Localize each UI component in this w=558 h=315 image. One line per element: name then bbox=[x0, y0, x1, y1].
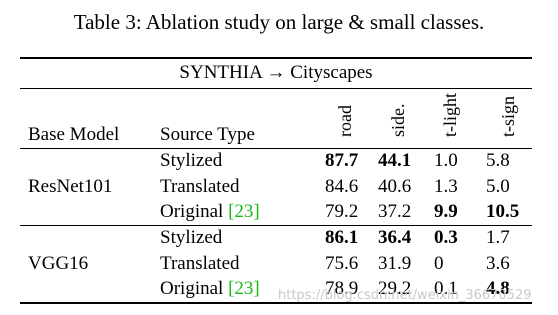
source-label: Stylized bbox=[160, 150, 223, 171]
value-tsign: 10.5 bbox=[486, 201, 520, 222]
value-side: 37.2 bbox=[378, 201, 412, 222]
value-side: 36.4 bbox=[378, 227, 412, 248]
source-type: Stylized bbox=[160, 227, 222, 249]
source-label: Translated bbox=[160, 175, 240, 197]
value-tsign: 5.8 bbox=[486, 150, 510, 171]
source-label: Original bbox=[160, 278, 224, 299]
value-tsign: 5.0 bbox=[486, 175, 510, 197]
source-type: Translated bbox=[160, 253, 240, 275]
header-source-type: Source Type bbox=[160, 124, 255, 145]
value-road: 78.9 bbox=[325, 278, 359, 299]
header-rule bbox=[20, 148, 532, 149]
value-side: 29.2 bbox=[378, 278, 412, 299]
header-road: road bbox=[335, 105, 355, 137]
value-tsign: 4.8 bbox=[486, 278, 510, 299]
value-tlight: 0 bbox=[434, 252, 444, 274]
citation-link[interactable]: [23] bbox=[228, 278, 260, 299]
header-tlight: t-light bbox=[440, 93, 460, 137]
value-tlight: 0.1 bbox=[434, 278, 458, 299]
header-base-model: Base Model bbox=[28, 124, 120, 145]
header-side: side. bbox=[388, 103, 408, 138]
source-type: Stylized bbox=[160, 150, 222, 172]
value-road: 84.6 bbox=[325, 175, 359, 197]
source-type: Original [23] bbox=[160, 201, 260, 223]
value-tsign: 1.7 bbox=[486, 227, 510, 248]
group-rule bbox=[20, 225, 532, 226]
span-rule bbox=[20, 88, 532, 89]
span-header: SYNTHIA → Cityscapes bbox=[179, 62, 373, 83]
value-road: 86.1 bbox=[325, 227, 359, 248]
watermark: https://blog.csdn.net/weixin_36670529 bbox=[278, 288, 532, 303]
model-name: ResNet101 bbox=[28, 175, 113, 197]
value-side: 31.9 bbox=[378, 252, 412, 274]
value-tlight: 9.9 bbox=[434, 201, 458, 222]
source-type: Translated bbox=[160, 176, 240, 198]
value-road: 87.7 bbox=[325, 150, 359, 171]
citation-link[interactable]: [23] bbox=[228, 201, 260, 222]
source-label: Stylized bbox=[160, 227, 223, 248]
source-type: Original [23] bbox=[160, 278, 260, 300]
table-caption: Table 3: Ablation study on large & small… bbox=[73, 10, 485, 34]
bottom-rule bbox=[20, 302, 532, 304]
value-tlight: 1.3 bbox=[434, 175, 458, 197]
value-road: 75.6 bbox=[325, 252, 359, 274]
header-tsign: t-sign bbox=[498, 95, 518, 137]
value-side: 40.6 bbox=[378, 175, 412, 197]
value-side: 44.1 bbox=[378, 150, 412, 171]
source-label: Translated bbox=[160, 252, 240, 274]
value-tlight: 0.3 bbox=[434, 227, 458, 248]
top-rule bbox=[20, 57, 532, 59]
model-name: VGG16 bbox=[28, 252, 89, 274]
value-tlight: 1.0 bbox=[434, 150, 458, 171]
value-road: 79.2 bbox=[325, 201, 359, 222]
value-tsign: 3.6 bbox=[486, 252, 510, 274]
source-label: Original bbox=[160, 201, 224, 222]
